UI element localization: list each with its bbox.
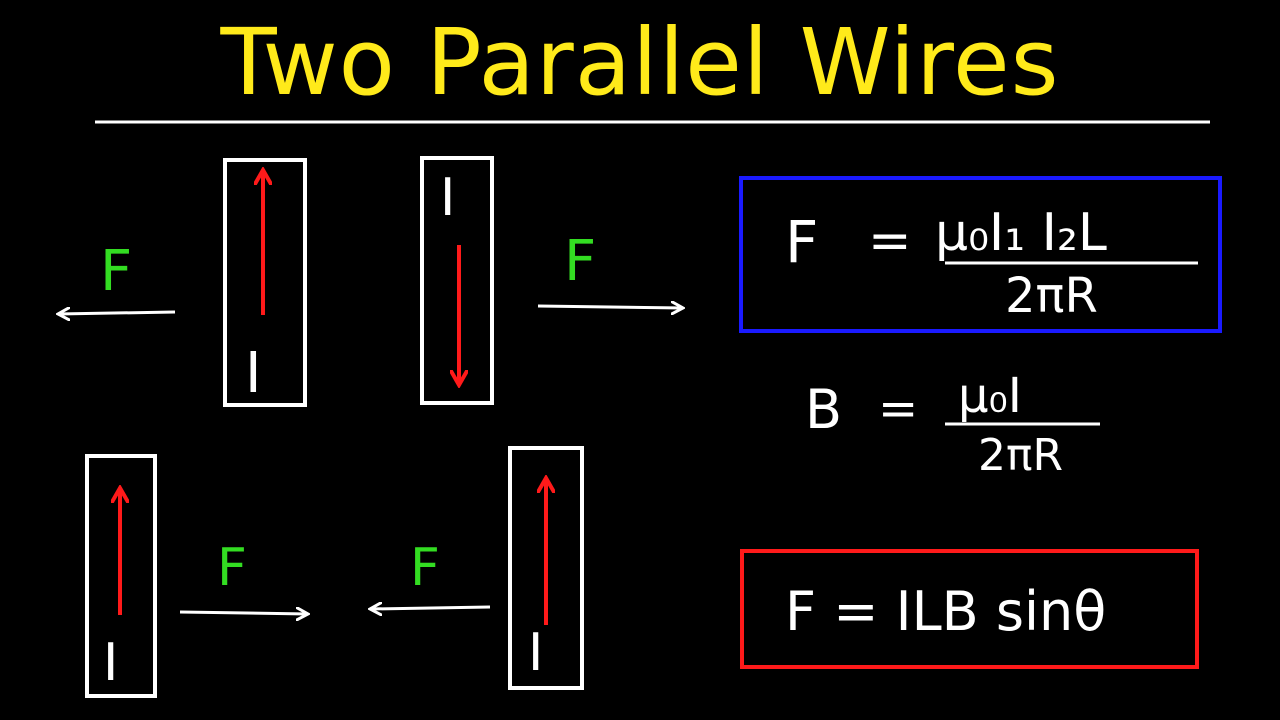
current-label: I — [245, 341, 262, 406]
wire-pair-opposite-currents: F I I F — [58, 156, 683, 407]
current-label: I — [528, 623, 543, 683]
formula-equals: = — [868, 211, 912, 271]
wire — [85, 454, 157, 698]
force-arrow-left — [370, 607, 491, 609]
wire — [223, 158, 307, 407]
force-label: F — [100, 239, 132, 304]
formula-box-blue — [739, 176, 1222, 333]
formula-equals: = — [878, 381, 918, 437]
formula-lhs: B — [805, 378, 842, 441]
page-title: Two Parallel Wires — [220, 9, 1060, 116]
force-arrow-left — [58, 312, 176, 314]
wire — [420, 156, 494, 405]
formula-box-red — [740, 549, 1199, 669]
force-arrow-right — [179, 612, 308, 614]
current-label: I — [440, 168, 455, 228]
wire — [508, 446, 584, 690]
formula-denominator: 2πR — [978, 430, 1063, 481]
force-label: F — [564, 229, 596, 294]
formula-text: F = ILB sinθ — [785, 580, 1106, 643]
force-label: F — [217, 538, 247, 598]
formula-numerator: μ₀I — [958, 368, 1022, 424]
formula-numerator: μ₀I₁ I₂L — [935, 203, 1107, 263]
formula-lorentz-force: F = ILB sinθ — [740, 549, 1199, 669]
wire-pair-same-currents: I F F I — [85, 446, 584, 698]
formula-force-between-wires: F = μ₀I₁ I₂L 2πR — [739, 176, 1222, 333]
formula-denominator: 2πR — [1005, 268, 1098, 324]
force-arrow-right — [537, 306, 683, 308]
force-label: F — [410, 538, 440, 598]
formula-lhs: F — [785, 208, 818, 276]
current-label: I — [103, 633, 118, 693]
formula-magnetic-field: B = μ₀I 2πR — [805, 368, 1100, 481]
